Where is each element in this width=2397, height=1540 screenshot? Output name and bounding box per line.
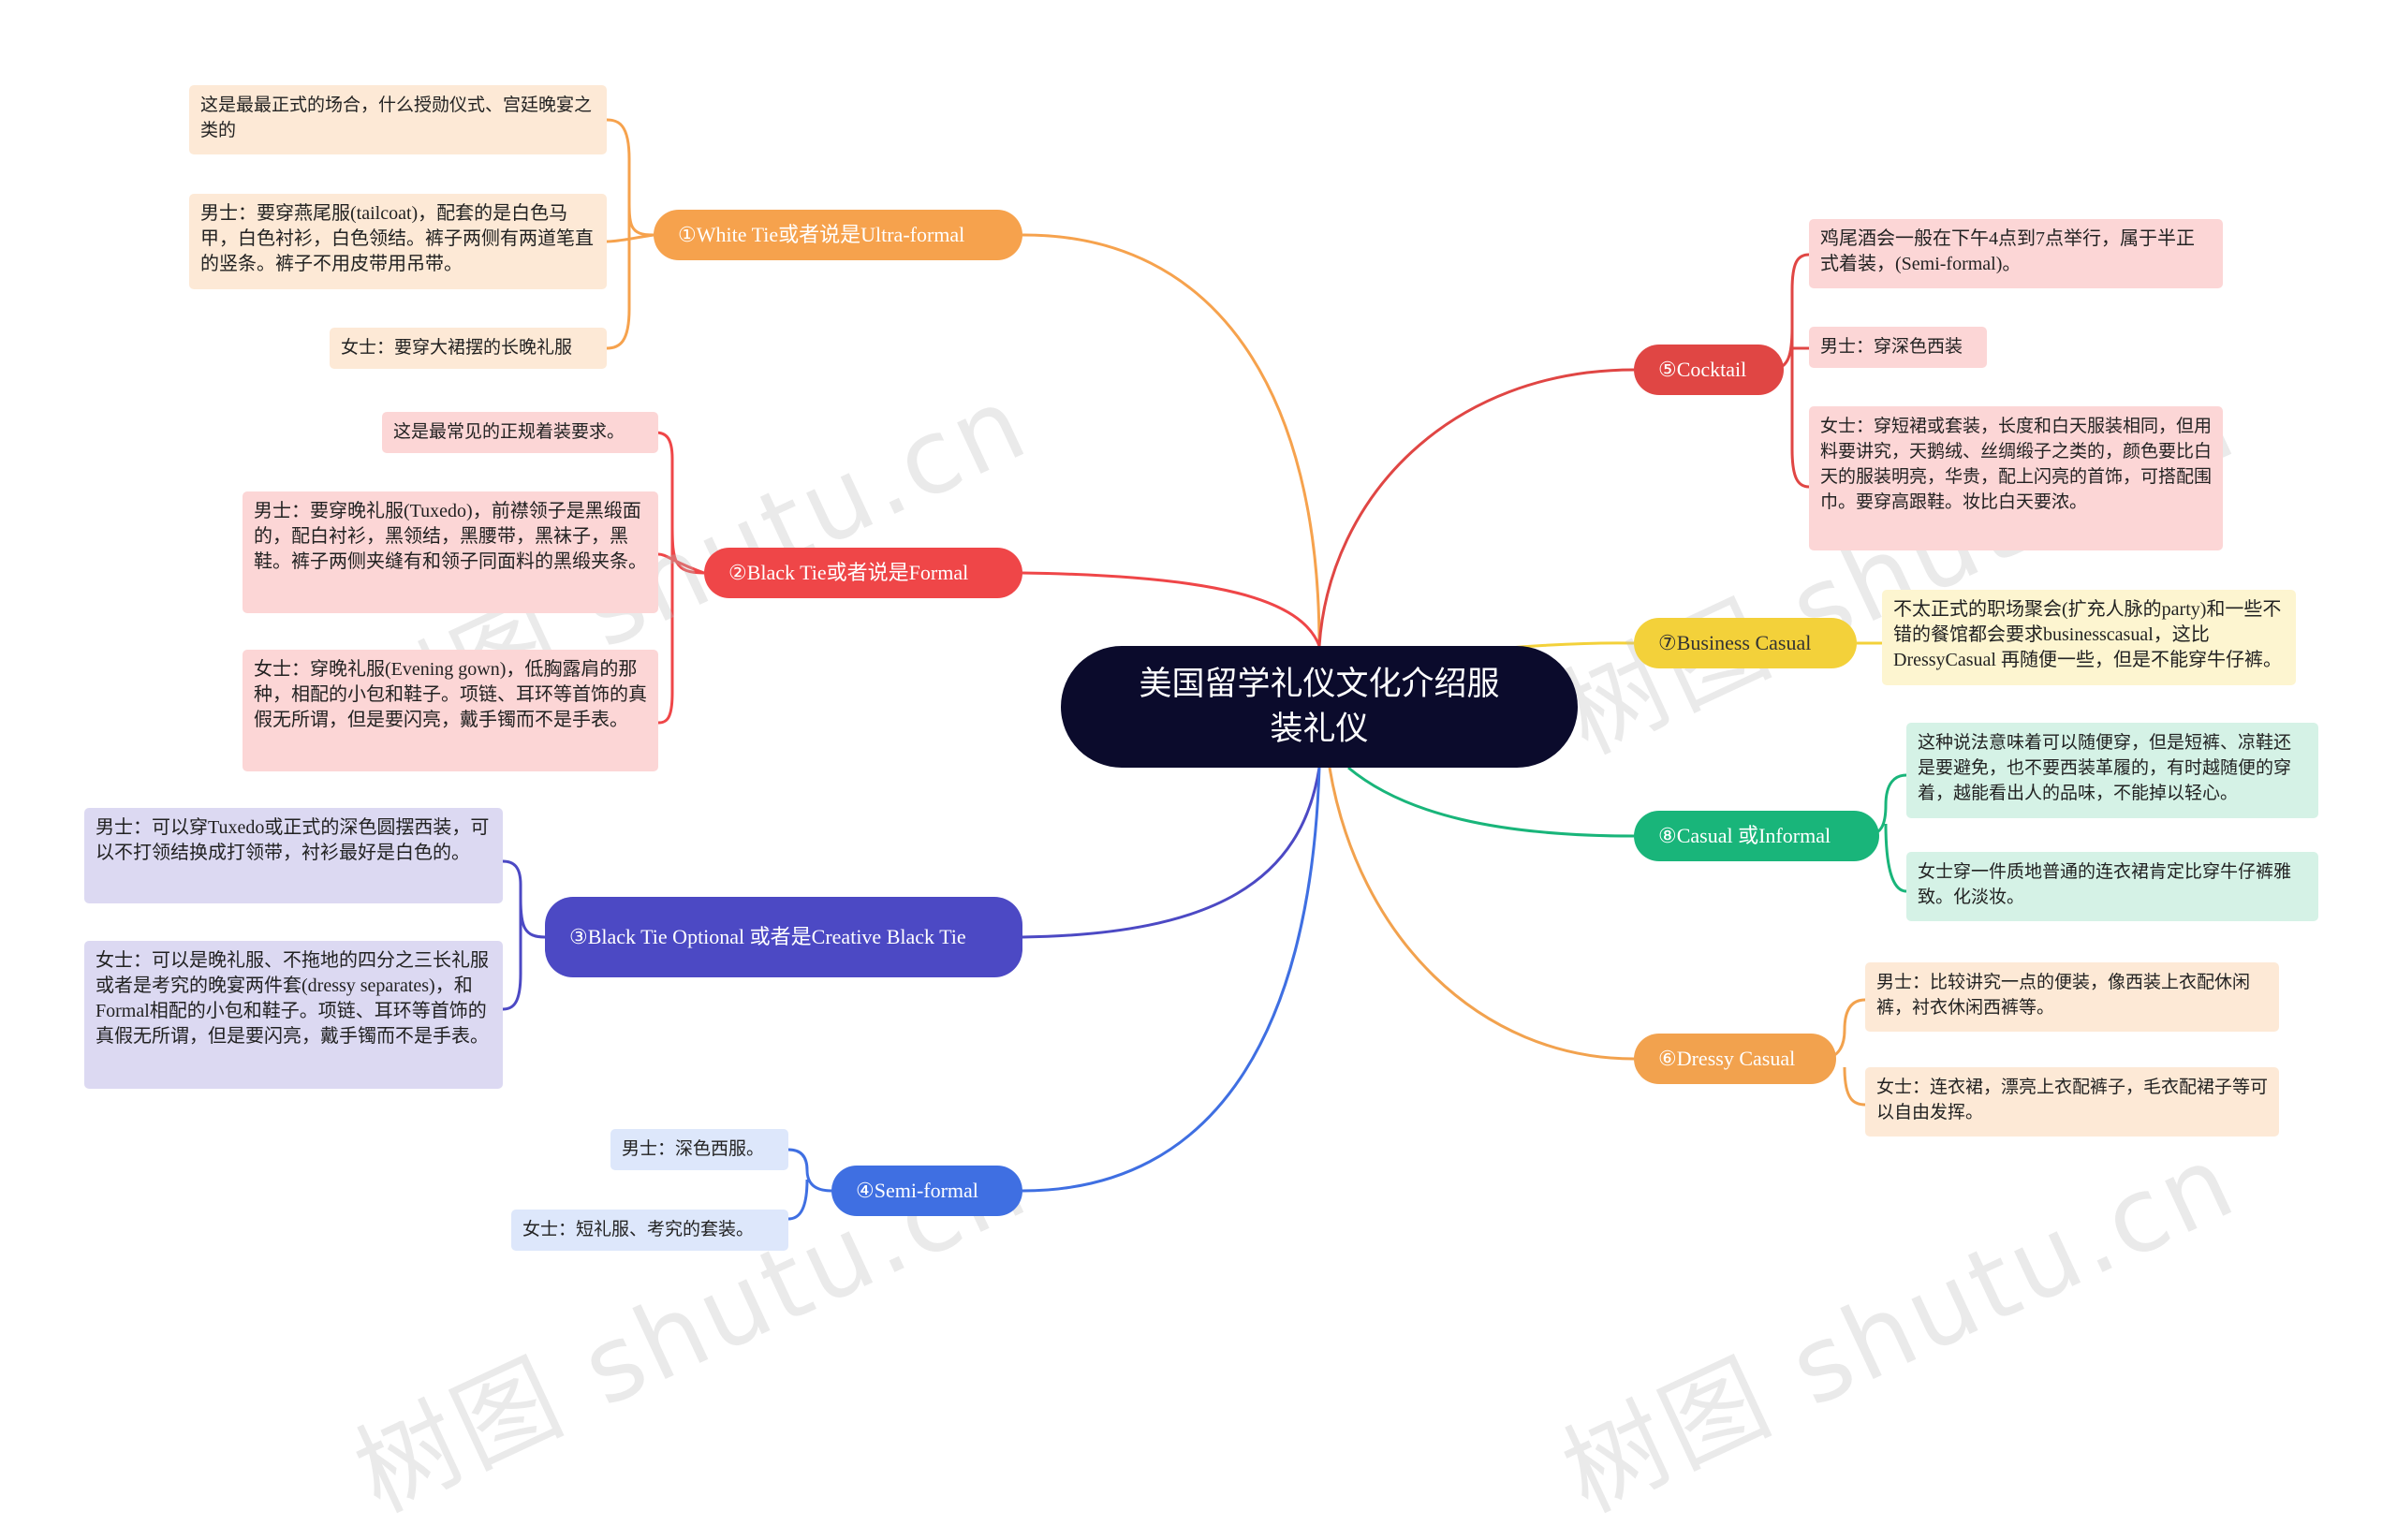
branch-black-tie-optional[interactable]: ③Black Tie Optional 或者是Creative Black Ti… (545, 897, 1022, 977)
leaf-text: 女士：要穿大裙摆的长晚礼服 (341, 337, 573, 358)
connector-dressy-casual (1328, 767, 1635, 1061)
branch-casual-label: ⑧Casual 或Informal (1658, 824, 1831, 847)
leaf-text: 男士：比较讲究一点的便装，像西装上衣配休闲裤，衬衣休闲西裤等。 (1876, 972, 2251, 1018)
bracket-black-tie (654, 431, 705, 725)
connector-semi-formal (1022, 767, 1321, 1193)
leaf-text: 女士：穿晚礼服(Evening gown)，低胸露肩的那种，相配的小包和鞋子。项… (254, 659, 647, 730)
leaf-black-tie-men[interactable]: 男士：要穿晚礼服(Tuxedo)，前襟领子是黑缎面的，配白衬衫，黑领结，黑腰带，… (243, 491, 658, 613)
leaf-cocktail-time[interactable]: 鸡尾酒会一般在下午4点到7点举行，属于半正式着装，(Semi-formal)。 (1809, 219, 2223, 288)
leaf-text: 男士：要穿燕尾服(tailcoat)，配套的是白色马甲，白色衬衫，白色领结。裤子… (200, 203, 594, 274)
branch-dressy-casual-label: ⑥Dressy Casual (1658, 1047, 1796, 1070)
branch-black-tie-label: ②Black Tie或者说是Formal (728, 561, 969, 584)
branch-cocktail[interactable]: ⑤Cocktail (1634, 345, 1784, 395)
leaf-text: 鸡尾酒会一般在下午4点到7点举行，属于半正式着装，(Semi-formal)。 (1820, 228, 2195, 274)
bracket-bto (502, 859, 546, 1011)
central-topic-title: 美国留学礼仪文化介绍服装礼仪 (1139, 666, 1500, 748)
branch-casual[interactable]: ⑧Casual 或Informal (1634, 811, 1879, 861)
leaf-casual-general[interactable]: 这种说法意味着可以随便穿，但是短裤、凉鞋还是要避免，也不要西装革履的，有时越随便… (1906, 723, 2318, 818)
branch-black-tie[interactable]: ②Black Tie或者说是Formal (704, 548, 1022, 598)
leaf-text: 这是最常见的正规着装要求。 (393, 421, 625, 442)
connector-black-tie (1022, 571, 1321, 647)
branch-dressy-casual[interactable]: ⑥Dressy Casual (1634, 1034, 1836, 1084)
leaf-text: 男士：深色西服。 (622, 1138, 765, 1159)
branch-semi-formal-label: ④Semi-formal (856, 1179, 978, 1202)
leaf-business-casual[interactable]: 不太正式的职场聚会(扩充人脉的party)和一些不错的餐馆都会要求busines… (1882, 590, 2296, 685)
leaf-dressy-women[interactable]: 女士：连衣裙，漂亮上衣配裤子，毛衣配裙子等可以自由发挥。 (1865, 1067, 2279, 1137)
leaf-semi-women[interactable]: 女士：短礼服、考究的套装。 (511, 1210, 788, 1251)
leaf-bto-men[interactable]: 男士：可以穿Tuxedo或正式的深色圆摆西装，可以不打领结换成打领带，衬衫最好是… (84, 808, 503, 903)
leaf-white-tie-women[interactable]: 女士：要穿大裙摆的长晚礼服 (330, 328, 607, 369)
leaf-text: 女士：连衣裙，漂亮上衣配裤子，毛衣配裙子等可以自由发挥。 (1876, 1077, 2269, 1122)
connector-casual (1347, 766, 1635, 838)
branch-cocktail-label: ⑤Cocktail (1658, 358, 1747, 381)
leaf-text: 女士穿一件质地普通的连衣裙肯定比穿牛仔裤雅致。化淡妆。 (1918, 861, 2292, 907)
leaf-text: 男士：穿深色西装 (1820, 336, 1963, 357)
leaf-semi-men[interactable]: 男士：深色西服。 (610, 1129, 788, 1170)
leaf-cocktail-women[interactable]: 女士：穿短裙或套装，长度和白天服装相同，但用料要讲究，天鹅绒、丝绸缎子之类的，颜… (1809, 406, 2223, 550)
branch-black-tie-optional-label: ③Black Tie Optional 或者是Creative Black Ti… (569, 925, 966, 948)
leaf-dressy-men[interactable]: 男士：比较讲究一点的便装，像西装上衣配休闲裤，衬衣休闲西裤等。 (1865, 962, 2279, 1032)
leaf-white-tie-occasion[interactable]: 这是最最正式的场合，什么授勋仪式、宫廷晚宴之类的 (189, 85, 607, 154)
leaf-text: 男士：可以穿Tuxedo或正式的深色圆摆西装，可以不打领结换成打领带，衬衫最好是… (96, 817, 490, 863)
leaf-bto-women[interactable]: 女士：可以是晚礼服、不拖地的四分之三长礼服或者是考究的晚宴两件套(dressy … (84, 941, 503, 1089)
connector-bto (1022, 767, 1321, 939)
leaf-text: 女士：短礼服、考究的套装。 (522, 1219, 755, 1239)
leaf-text: 这种说法意味着可以随便穿，但是短裤、凉鞋还是要避免，也不要西装革履的，有时越随便… (1918, 732, 2292, 803)
leaf-black-tie-women[interactable]: 女士：穿晚礼服(Evening gown)，低胸露肩的那种，相配的小包和鞋子。项… (243, 650, 658, 771)
leaf-casual-women[interactable]: 女士穿一件质地普通的连衣裙肯定比穿牛仔裤雅致。化淡妆。 (1906, 852, 2318, 921)
connector-cocktail (1317, 368, 1635, 647)
leaf-text: 不太正式的职场聚会(扩充人脉的party)和一些不错的餐馆都会要求busines… (1893, 599, 2282, 670)
leaf-text: 女士：可以是晚礼服、不拖地的四分之三长礼服或者是考究的晚宴两件套(dressy … (96, 950, 489, 1047)
bracket-white-tie (606, 118, 654, 350)
bracket-semi-formal (787, 1148, 832, 1221)
branch-business-casual[interactable]: ⑦Business Casual (1634, 618, 1857, 668)
branch-white-tie-label: ①White Tie或者说是Ultra-formal (678, 223, 965, 246)
central-topic[interactable]: 美国留学礼仪文化介绍服装礼仪 (1061, 646, 1578, 768)
leaf-cocktail-men[interactable]: 男士：穿深色西装 (1809, 327, 1987, 368)
branch-semi-formal[interactable]: ④Semi-formal (831, 1166, 1022, 1216)
leaf-white-tie-men[interactable]: 男士：要穿燕尾服(tailcoat)，配套的是白色马甲，白色衬衫，白色领结。裤子… (189, 194, 607, 289)
leaf-text: 女士：穿短裙或套装，长度和白天服装相同，但用料要讲究，天鹅绒、丝绸缎子之类的，颜… (1820, 416, 2213, 512)
leaf-black-tie-common[interactable]: 这是最常见的正规着装要求。 (382, 412, 658, 453)
leaf-text: 男士：要穿晚礼服(Tuxedo)，前襟领子是黑缎面的，配白衬衫，黑领结，黑腰带，… (254, 501, 647, 572)
branch-white-tie[interactable]: ①White Tie或者说是Ultra-formal (654, 210, 1022, 260)
connector-white-tie (1022, 233, 1321, 647)
leaf-text: 这是最最正式的场合，什么授勋仪式、宫廷晚宴之类的 (200, 95, 593, 140)
branch-business-casual-label: ⑦Business Casual (1658, 631, 1812, 654)
